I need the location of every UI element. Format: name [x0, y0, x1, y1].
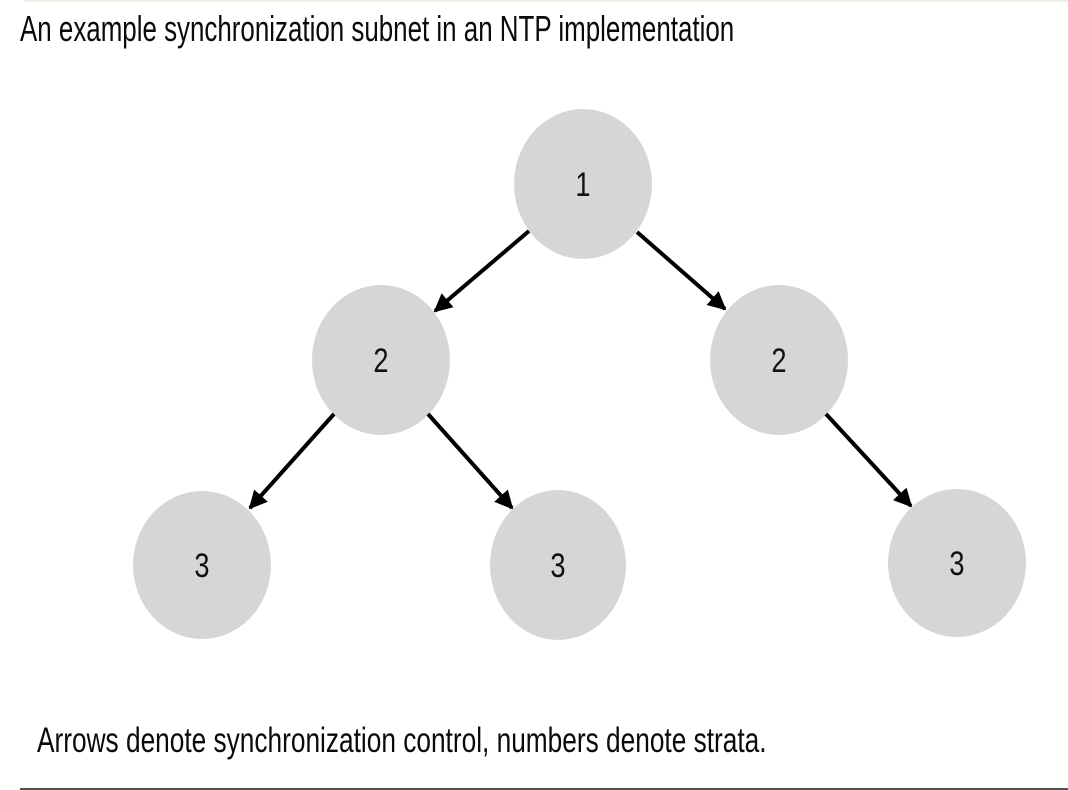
- node-label-stratum-2-left: 2: [373, 342, 389, 380]
- node-circle-stratum-1: [514, 109, 652, 259]
- node-circle-stratum-3-middle: [490, 490, 626, 640]
- node-label-stratum-2-right: 2: [771, 342, 787, 380]
- figure-title: An example synchronization subnet in an …: [20, 8, 735, 49]
- node-label-stratum-3-middle: 3: [550, 547, 566, 585]
- node-label-stratum-3-right: 3: [949, 545, 965, 583]
- arrow-stratum-1-to-stratum-2-right: [635, 230, 727, 311]
- node-circle-stratum-3-right: [888, 489, 1026, 637]
- bottom-edge-rule: [20, 788, 1068, 790]
- figure-caption: Arrows denote synchronization control, n…: [37, 721, 767, 760]
- node-circle-stratum-2-left: [312, 285, 450, 435]
- node-circle-stratum-3-left: [133, 491, 271, 639]
- node-circle-stratum-2-right: [710, 285, 848, 435]
- arrow-stratum-1-to-stratum-2-left: [433, 229, 531, 313]
- arrow-stratum-2-right-to-stratum-3-right: [824, 412, 913, 508]
- node-label-stratum-3-left: 3: [194, 547, 210, 585]
- node-label-stratum-1: 1: [575, 166, 591, 204]
- arrow-stratum-2-left-to-stratum-3-left: [248, 412, 336, 510]
- top-edge-rule: [24, 0, 1068, 2]
- arrow-stratum-2-left-to-stratum-3-middle: [426, 412, 514, 510]
